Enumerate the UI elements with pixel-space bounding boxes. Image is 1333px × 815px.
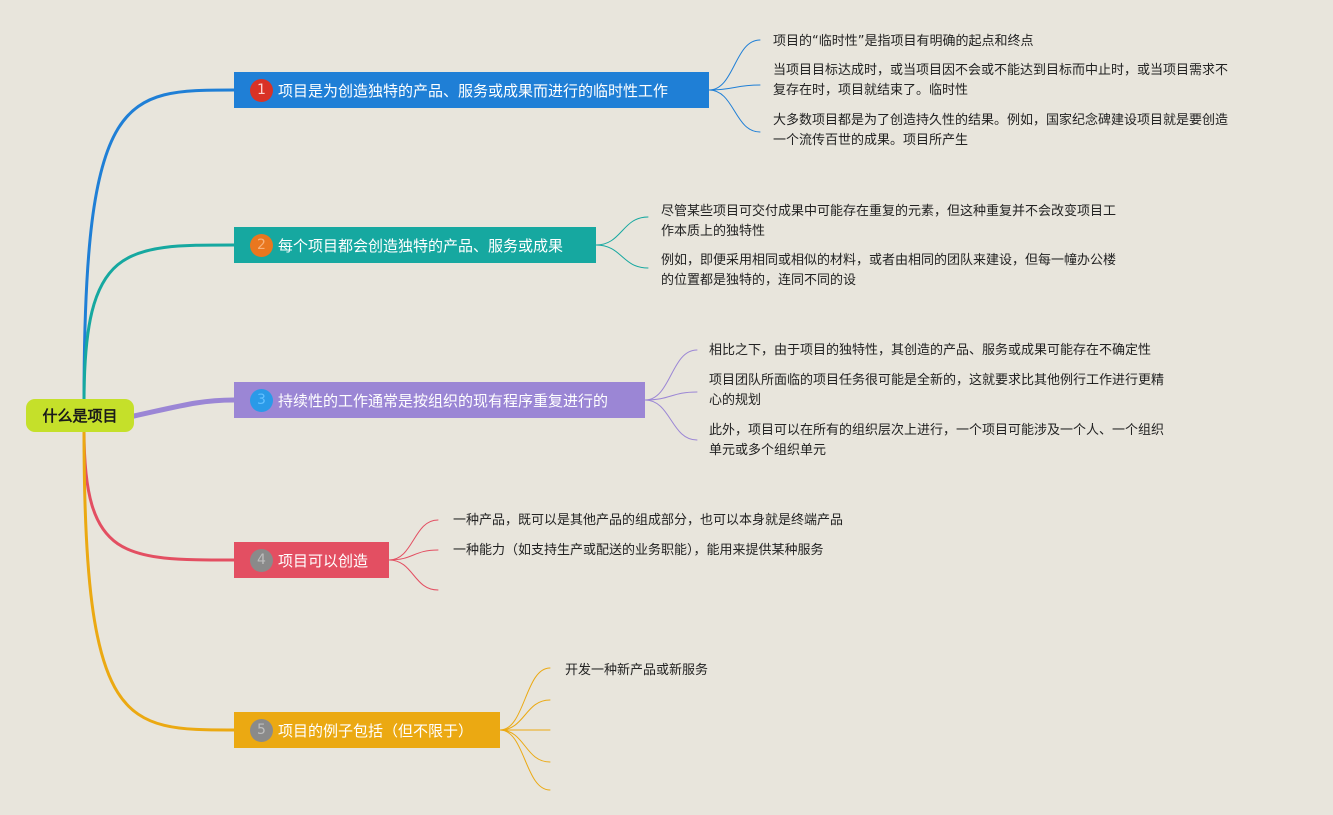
leaf-connector — [499, 729, 551, 791]
branch-label: 持续性的工作通常是按组织的现有程序重复进行的 — [278, 391, 609, 410]
leaf-connector — [499, 699, 551, 731]
branch-label: 项目可以创造 — [278, 551, 369, 570]
leaf-line: 心的规划 — [709, 393, 762, 408]
leaf-line: 作本质上的独特性 — [661, 224, 766, 239]
root-topic-label: 什么是项目 — [42, 407, 118, 425]
leaf-connector — [388, 549, 439, 561]
leaf-connector — [388, 559, 439, 591]
branch-label: 每个项目都会创造独特的产品、服务或成果 — [278, 236, 564, 255]
number-badge-icon: 5 — [250, 718, 273, 742]
number-badge-icon: 3 — [250, 388, 273, 412]
leaf-topic[interactable]: 开发一种新产品或新服务 — [565, 661, 708, 681]
branch-connector — [131, 397, 237, 419]
branch-connector — [82, 88, 236, 405]
leaf-topic[interactable]: 项目团队所面临的项目任务很可能是全新的，这就要求比其他例行工作进行更精 心的规划 — [709, 371, 1164, 411]
branch-connector — [82, 428, 236, 562]
leaf-connector — [388, 519, 439, 561]
leaf-line: 的位置都是独特的，连同不同的设 — [661, 273, 857, 288]
leaf-line: 一种能力（如支持生产或配送的业务职能），能用来提供某种服务 — [453, 543, 824, 558]
leaf-line: 尽管某些项目可交付成果中可能存在重复的元素，但这种重复并不会改变项目工 — [661, 204, 1117, 219]
branch-topic-2[interactable]: 2 每个项目都会创造独特的产品、服务或成果 — [234, 227, 596, 263]
leaf-line: 一个流传百世的成果。项目所产生 — [773, 133, 969, 148]
leaf-connector — [708, 89, 761, 133]
leaf-connector — [708, 39, 761, 91]
leaf-connector — [644, 349, 698, 401]
leaf-topic[interactable]: 此外，项目可以在所有的组织层次上进行，一个项目可能涉及一个人、一个组织 单元或多… — [709, 421, 1164, 461]
branch-label: 项目是为创造独特的产品、服务或成果而进行的临时性工作 — [278, 81, 669, 100]
leaf-line: 当项目目标达成时，或当项目因不会或不能达到目标而中止时，或当项目需求不 — [773, 63, 1229, 78]
leaf-connector — [499, 729, 551, 763]
leaf-connector — [595, 216, 649, 246]
leaf-line: 项目团队所面临的项目任务很可能是全新的，这就要求比其他例行工作进行更精 — [709, 373, 1165, 388]
branch-connector — [82, 428, 236, 732]
leaf-topic[interactable]: 尽管某些项目可交付成果中可能存在重复的元素，但这种重复并不会改变项目工 作本质上… — [661, 202, 1116, 242]
leaf-topic[interactable]: 一种产品，既可以是其他产品的组成部分，也可以本身就是终端产品 — [453, 511, 843, 531]
leaf-topic[interactable]: 一种能力（如支持生产或配送的业务职能），能用来提供某种服务 — [453, 541, 824, 561]
leaf-topic[interactable]: 大多数项目都是为了创造持久性的结果。例如，国家纪念碑建设项目就是要创造 一个流传… — [773, 111, 1228, 151]
leaf-line: 单元或多个组织单元 — [709, 443, 827, 458]
leaf-line: 项目的“临时性”是指项目有明确的起点和终点 — [773, 34, 1034, 49]
branch-label: 项目的例子包括（但不限于） — [278, 721, 474, 740]
leaf-line: 大多数项目都是为了创造持久性的结果。例如，国家纪念碑建设项目就是要创造 — [773, 113, 1229, 128]
leaf-topic[interactable]: 项目的“临时性”是指项目有明确的起点和终点 — [773, 32, 1033, 52]
leaf-topic[interactable]: 当项目目标达成时，或当项目因不会或不能达到目标而中止时，或当项目需求不 复存在时… — [773, 61, 1228, 101]
leaf-connector — [595, 244, 649, 269]
leaf-connector — [644, 399, 698, 441]
leaf-line: 相比之下，由于项目的独特性，其创造的产品、服务或成果可能存在不确定性 — [709, 343, 1152, 358]
leaf-connector — [499, 667, 551, 731]
number-badge-icon: 4 — [250, 548, 273, 572]
leaf-topic[interactable]: 相比之下，由于项目的独特性，其创造的产品、服务或成果可能存在不确定性 — [709, 341, 1151, 361]
leaf-line: 例如，即便采用相同或相似的材料，或者由相同的团队来建设，但每一幢办公楼 — [661, 253, 1117, 268]
leaf-line: 复存在时，项目就结束了。临时性 — [773, 83, 969, 98]
branch-connector — [82, 243, 236, 405]
number-badge-icon: 2 — [250, 233, 273, 257]
leaf-line: 开发一种新产品或新服务 — [565, 663, 709, 678]
leaf-connector — [644, 391, 698, 401]
branch-topic-1[interactable]: 1 项目是为创造独特的产品、服务或成果而进行的临时性工作 — [234, 72, 709, 108]
branch-topic-5[interactable]: 5 项目的例子包括（但不限于） — [234, 712, 500, 748]
branch-topic-4[interactable]: 4 项目可以创造 — [234, 542, 389, 578]
leaf-topic[interactable]: 例如，即便采用相同或相似的材料，或者由相同的团队来建设，但每一幢办公楼 的位置都… — [661, 251, 1116, 291]
root-topic[interactable]: 什么是项目 — [26, 399, 134, 432]
leaf-line: 一种产品，既可以是其他产品的组成部分，也可以本身就是终端产品 — [453, 513, 844, 528]
leaf-line: 此外，项目可以在所有的组织层次上进行，一个项目可能涉及一个人、一个组织 — [709, 423, 1165, 438]
leaf-connector — [708, 84, 761, 91]
number-badge-icon: 1 — [250, 78, 273, 102]
branch-topic-3[interactable]: 3 持续性的工作通常是按组织的现有程序重复进行的 — [234, 382, 645, 418]
